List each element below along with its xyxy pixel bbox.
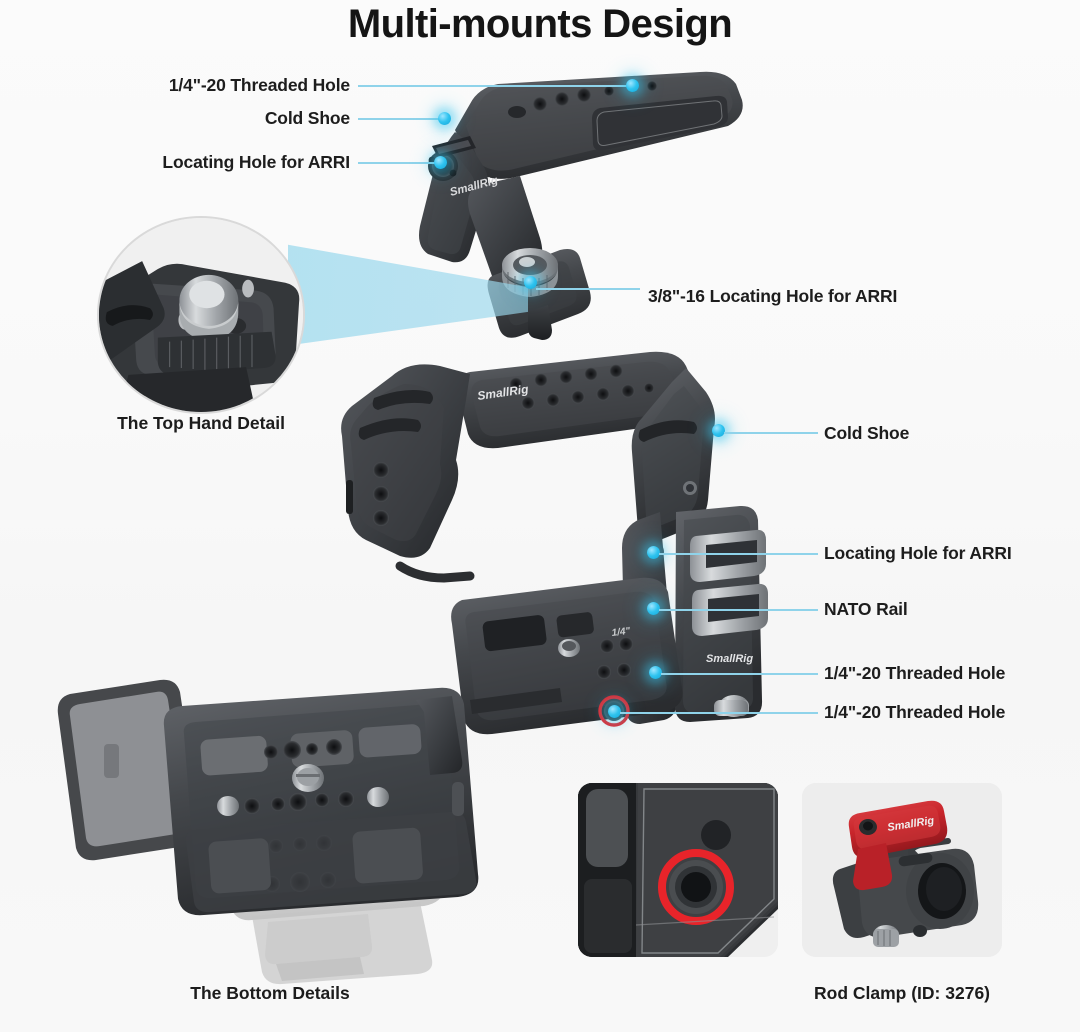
inset-panel-rod-clamp: SmallRig xyxy=(802,783,1002,957)
leader-line-7 xyxy=(659,609,818,611)
inset-panel-thread-detail xyxy=(578,783,778,957)
callout-dot-5 xyxy=(712,424,725,437)
leader-line-1 xyxy=(358,85,632,87)
leader-line-2 xyxy=(358,118,444,120)
bottom-view-caption: The Bottom Details xyxy=(190,983,350,1003)
callout-label-cold-shoe-top: Cold Shoe xyxy=(264,108,350,128)
leader-line-3 xyxy=(358,162,440,164)
svg-text:1/4": 1/4" xyxy=(611,626,631,639)
callout-dot-2 xyxy=(438,112,451,125)
callout-dot-6 xyxy=(647,546,660,559)
callout-dot-1 xyxy=(626,79,639,92)
page-title: Multi-mounts Design xyxy=(347,2,733,46)
callout-label-quarter-thread-cage-2: 1/4"-20 Threaded Hole xyxy=(824,702,1006,722)
callout-label-arri-38: 3/8"-16 Locating Hole for ARRI xyxy=(648,286,898,306)
leader-line-5 xyxy=(724,432,818,434)
bottom-view-art xyxy=(57,679,479,985)
callout-label-arri-top: Locating Hole for ARRI xyxy=(162,152,350,172)
leader-line-8 xyxy=(661,673,818,675)
magnifier-caption: The Top Hand Detail xyxy=(117,413,285,433)
callout-dot-8 xyxy=(649,666,662,679)
callout-dot-4 xyxy=(524,276,537,289)
leader-line-4 xyxy=(536,288,640,290)
magnifier-circle xyxy=(97,216,305,414)
callout-dot-7 xyxy=(647,602,660,615)
camera-cage-art: SmallRig xyxy=(341,351,768,735)
callout-label-quarter-thread-top: 1/4"-20 Threaded Hole xyxy=(168,75,350,95)
callout-label-cold-shoe-cage: Cold Shoe xyxy=(824,423,910,443)
callout-dot-9 xyxy=(608,705,621,718)
callout-dot-3 xyxy=(434,156,447,169)
svg-text:SmallRig: SmallRig xyxy=(706,653,753,665)
callout-label-nato-rail: NATO Rail xyxy=(824,599,908,619)
leader-line-9 xyxy=(620,712,818,714)
callout-label-quarter-thread-cage-1: 1/4"-20 Threaded Hole xyxy=(824,663,1006,683)
rod-clamp-caption: Rod Clamp (ID: 3276) xyxy=(814,983,990,1003)
callout-label-arri-cage: Locating Hole for ARRI xyxy=(824,543,1012,563)
leader-line-6 xyxy=(659,553,818,555)
